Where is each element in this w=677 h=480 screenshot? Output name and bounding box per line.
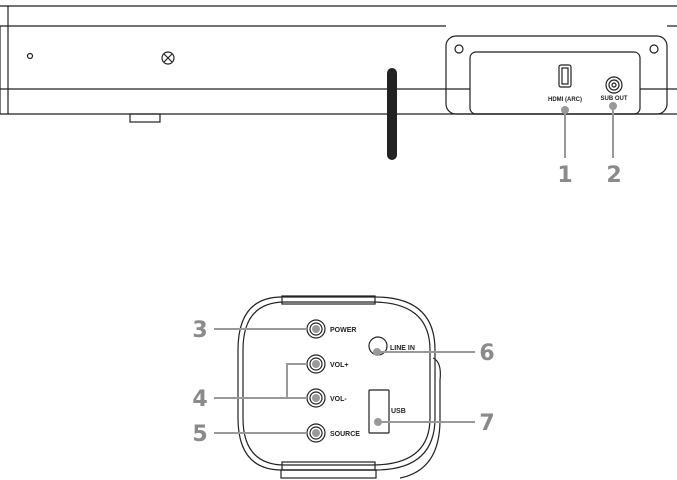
usb-label: USB (391, 408, 406, 415)
hdmi-arc-label: HDMI (ARC) (548, 97, 582, 103)
volume-up-label: VOL+ (330, 362, 348, 369)
callout-number-5: 5 (192, 422, 207, 447)
mount-screw-icon (161, 51, 175, 65)
usb-port-icon (368, 389, 390, 434)
callout-number-4: 4 (192, 387, 207, 412)
soundbar-side-view: POWER VOL+ VOL- SOURCE LINE IN USB 3 4 5… (192, 295, 495, 479)
foot (129, 113, 161, 123)
source-button (306, 423, 326, 443)
power-button (306, 319, 326, 339)
callout-number-1: 1 (557, 163, 572, 188)
line-in-label: LINE IN (390, 345, 415, 352)
callout-number-7: 7 (479, 411, 494, 436)
panel-screw-icon (649, 44, 659, 54)
panel-screw-icon (454, 44, 464, 54)
antenna (387, 68, 397, 160)
volume-down-label: VOL- (330, 396, 347, 403)
source-label: SOURCE (330, 431, 360, 438)
volume-up-button (306, 354, 326, 374)
callout-number-2: 2 (606, 163, 621, 188)
sub-out-jack-icon (605, 76, 623, 94)
callout-number-6: 6 (479, 341, 494, 366)
callout-line (214, 363, 307, 399)
screw-hole-icon (26, 52, 34, 60)
volume-down-button (306, 388, 326, 408)
hdmi-port-icon (558, 64, 572, 88)
sub-out-label: SUB OUT (601, 96, 628, 102)
soundbar-rear-view: HDMI (ARC) SUB OUT 1 2 (0, 5, 677, 188)
callout-number-3: 3 (192, 318, 207, 343)
port-panel-recess (469, 51, 641, 115)
power-label: POWER (330, 327, 356, 334)
